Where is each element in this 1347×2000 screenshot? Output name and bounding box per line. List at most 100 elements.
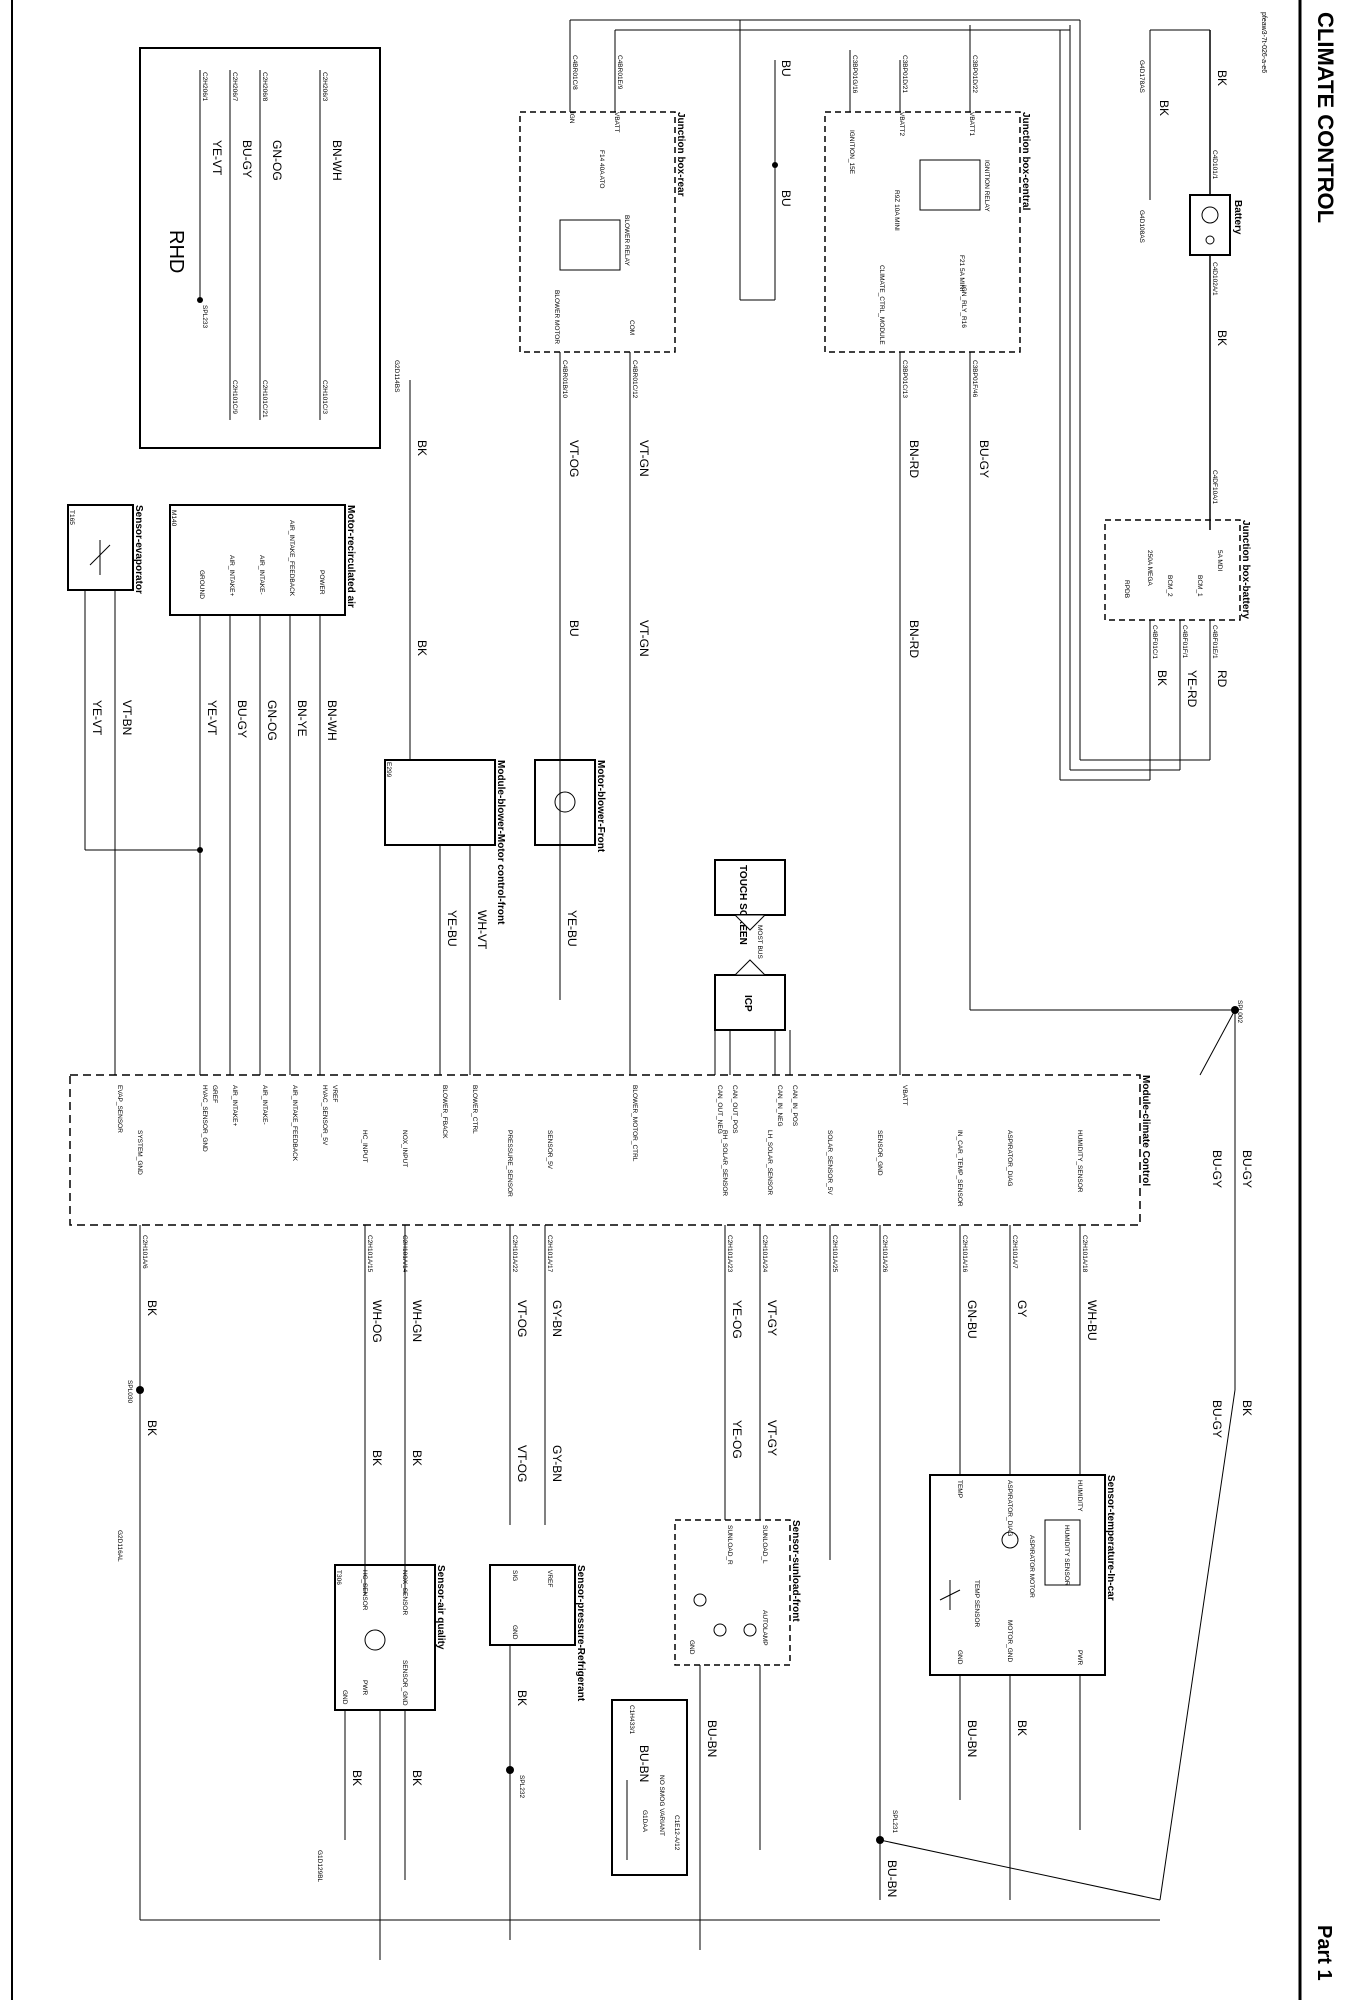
- mc-conn-11: C2H101A/15: [366, 1235, 373, 1273]
- rhd-pin-1: C2H206/3: [321, 72, 328, 102]
- blower-module-w2: YE-BU: [445, 910, 459, 947]
- wire-jbc-bnrd2: BN-RD: [907, 620, 921, 658]
- mc-pin-left-7: BLOWER_CTRL: [471, 1085, 478, 1134]
- rhd-wire-4: YE-VT: [210, 140, 224, 176]
- motor-recirc: Motor-recirculated air M140 POWER AIR_IN…: [169, 504, 356, 1060]
- battery: Battery C4D101/1 C4D102A/1 BK BK BK G4D1…: [1138, 29, 1243, 530]
- wire-jbr-bu: BU: [567, 620, 581, 637]
- blower-module-id: E299: [385, 762, 392, 778]
- mc-pin-left-2: CAN_IN_POS: [791, 1085, 798, 1127]
- motor-recirc-p1: POWER: [318, 570, 325, 595]
- jb-rear-title: Junction box-rear: [675, 112, 686, 197]
- ground-g4d108as: G4D108AS: [1138, 210, 1145, 244]
- mc-conn-7: C2H101A/23: [726, 1235, 733, 1273]
- sensor-air-title: Sensor-air quality: [435, 1565, 446, 1650]
- mc-conn-3: C2H101A/16: [961, 1235, 968, 1273]
- system-ground-w1: BK: [145, 1300, 159, 1316]
- sensor-sunload-w1: VT-GY: [765, 1300, 779, 1336]
- wire-jbb-bk: BK: [1155, 670, 1169, 686]
- sensor-pressure-l3: GND: [511, 1625, 518, 1640]
- blower-module-title: Module-blower-Motor control-front: [495, 760, 506, 925]
- sensor-sunload-l2: SUNLOAD_R: [726, 1525, 733, 1565]
- splice-spl231: SPL231: [891, 1810, 898, 1834]
- mc-pin-bottom-12: SYSTEM_GND: [136, 1130, 143, 1175]
- mc-conn-6: C2H101A/24: [761, 1235, 768, 1273]
- page-code: pfeaw3-7t-026-a-e6: [1260, 12, 1267, 73]
- mc-pin-bottom-1: HUMIDITY_SENSOR: [1076, 1130, 1083, 1193]
- sensor-air-w3: BK: [410, 1450, 424, 1466]
- mc-pin-left-13: AIR_INTAKE+: [231, 1085, 238, 1126]
- motor-recirc-w5: YE-VT: [205, 700, 219, 736]
- sensor-air-w4: BK: [370, 1450, 384, 1466]
- sensor-pressure-w5: BK: [515, 1690, 529, 1706]
- blower-motor-w1: YE-BU: [565, 910, 579, 947]
- sensor-temp-l2: ASPIRATOR MOTOR: [1028, 1535, 1035, 1598]
- jb-rear-pin-2: C4BR01E/9: [616, 55, 623, 90]
- jb-central-pin-5: C3BP01F/46: [971, 360, 978, 398]
- blower-module-w1: WH-VT: [475, 910, 489, 950]
- jb-battery-l2: BCM_1: [1196, 575, 1203, 597]
- system-ground: SPL030 G2D116AL BK BK G1D129BL SPL231 BU…: [116, 1300, 1161, 1921]
- mc-pin-bottom-3: IN_CAR_TEMP_SENSOR: [956, 1130, 963, 1207]
- sensor-pressure-l1: VREF: [546, 1570, 553, 1587]
- sensor-air-l5: GND: [341, 1690, 348, 1705]
- bu-splice: BU BU: [739, 20, 793, 301]
- splice-spl002: SPL002: [1236, 1000, 1243, 1024]
- jb-battery-l1: 5A MDI: [1216, 550, 1223, 572]
- no-smog-pin-1: C1H433/1: [628, 1705, 635, 1735]
- sensor-sunload-w4: YE-OG: [730, 1420, 744, 1459]
- mc-pin-bottom-5: SOLAR_SENSOR_5V: [826, 1130, 833, 1195]
- mc-pin-bottom-10: NOX_INPUT: [401, 1130, 408, 1167]
- sensor-sunload-l3: AUTOLAMP: [761, 1610, 768, 1646]
- wire-gnd-bk1: BK: [415, 440, 429, 456]
- motor-recirc-w1: BN-WH: [325, 700, 339, 741]
- blower-module: Module-blower-Motor control-front E299 W…: [384, 759, 506, 1060]
- jb-battery-pin-3: C4BF01C/1: [1151, 625, 1158, 659]
- touch-screen-title: TOUCH SCREEN: [737, 865, 748, 945]
- ground-g4d178as: G4D178AS: [1138, 60, 1145, 94]
- mc-pin-bottom-6: LH_SOLAR_SENSOR: [766, 1130, 773, 1195]
- mc-pin-bottom-11: HC_INPUT: [361, 1130, 368, 1163]
- jb-rear-pin-3: C4BR01B/10: [561, 360, 568, 398]
- mc-pin-bottom-4: SENSOR_GND: [876, 1130, 883, 1176]
- wire-jbc-bnrd: BN-RD: [907, 440, 921, 478]
- rhd-pin-6: C2H101C/21: [261, 380, 268, 418]
- rhd-label: RHD: [165, 230, 187, 273]
- wire-bu-1: BU: [779, 60, 793, 77]
- jb-central-l5: IGN_RLY_R16: [960, 285, 967, 328]
- sensor-sunload-title: Sensor-sunload-front: [790, 1520, 801, 1622]
- jb-rear-fuse: F14 40A ATO: [598, 150, 605, 188]
- no-smog-pin-2: C1E12-A/12: [673, 1815, 680, 1851]
- sensor-air-l3: SENSOR_GND: [401, 1660, 408, 1706]
- jb-central-pin-1: C3BP01G/16: [851, 55, 858, 94]
- wire-jbr-vtgn: VT-GN: [637, 440, 651, 477]
- touch-screen: TOUCH SCREEN MOST BUS ICP: [714, 859, 786, 1031]
- motor-recirc-w3: GN-OG: [265, 700, 279, 741]
- sensor-temp-w1: WH-BU: [1085, 1300, 1099, 1341]
- ground-g1d129bl: G1D129BL: [316, 1850, 323, 1883]
- wire-jbr-vtog: VT-OG: [567, 440, 581, 477]
- sensor-temp-l3: TEMP SENSOR: [973, 1580, 980, 1628]
- wire-spl002-w4: BU-GY: [1210, 1400, 1224, 1438]
- sensor-pressure-l2: SIG: [511, 1570, 518, 1581]
- mc-conn-5: C2H101A/25: [831, 1235, 838, 1273]
- mc-conn-1: C2H101A/18: [1081, 1235, 1088, 1273]
- mc-pin-left-3: CAN_IN_NEG: [776, 1085, 783, 1127]
- jb-battery-pin-1: C4BF01E/1: [1211, 625, 1218, 659]
- wire-jbr-vtgn2: VT-GN: [637, 620, 651, 657]
- rhd-wire-1: BN-WH: [330, 140, 344, 181]
- motor-recirc-p3: AIR_INTAKE-: [258, 555, 265, 595]
- sensor-temp-l5: ASPIRATOR_DIAG: [1006, 1480, 1013, 1536]
- sensor-sunload-l1: SUNLOAD_L: [761, 1525, 768, 1564]
- blower-motor: Motor-blower-Front YE-BU: [534, 759, 606, 1000]
- no-smog-pin-3: G1DAA: [641, 1810, 648, 1833]
- mc-pin-bottom-9: PRESSURE_SENSOR: [506, 1130, 513, 1197]
- mc-pin-left-10: HVAC_SENSOR_5V: [321, 1085, 328, 1146]
- wire-gnd-bk2: BK: [415, 640, 429, 656]
- sensor-temp-l6: TEMP: [956, 1480, 963, 1498]
- jb-central-pin-2: C3BP01D/21: [901, 55, 908, 93]
- wire-spl231: BU-BN: [885, 1860, 899, 1897]
- sensor-sunload-l4: GND: [688, 1640, 695, 1655]
- page-title: CLIMATE CONTROL: [1313, 12, 1338, 223]
